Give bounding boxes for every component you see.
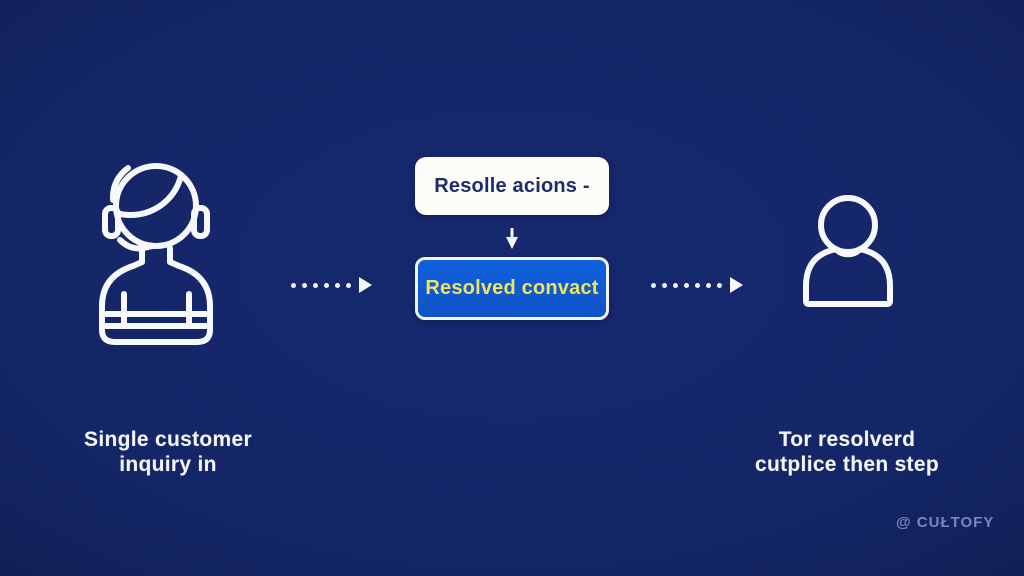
left-caption-line1: Single customer — [84, 428, 252, 451]
arrowhead-right-icon — [359, 277, 372, 293]
small-down-arrow-icon — [504, 227, 520, 250]
right-caption: Tor resolverd cutplice then step — [722, 427, 972, 477]
left-caption-line2: inquiry in — [119, 453, 217, 476]
top-box: Resolle acions - — [415, 157, 609, 215]
dotted-arrow-right-icon — [651, 276, 743, 294]
right-caption-line2: cutplice then step — [755, 453, 939, 476]
arrowhead-right-icon — [730, 277, 743, 293]
person-icon — [798, 194, 898, 308]
left-caption: Single customer inquiry in — [43, 427, 293, 477]
top-box-label: Resolle acions - — [434, 174, 590, 197]
support-agent-headset-icon — [98, 154, 218, 348]
bottom-box-label: Resolved convact — [425, 277, 599, 299]
bottom-box: Resolved convact — [415, 257, 609, 320]
right-caption-line1: Tor resolverd — [778, 428, 916, 451]
dotted-arrow-left-icon — [291, 276, 372, 294]
watermark: @ CUŁTOFY — [896, 514, 995, 531]
